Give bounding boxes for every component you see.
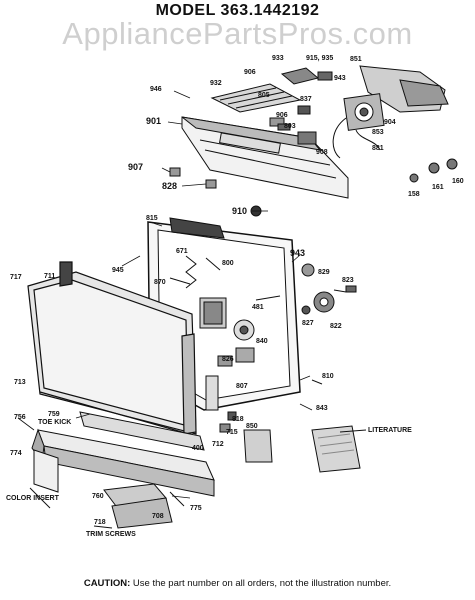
part-label: 718 <box>94 519 106 526</box>
part-label: 810 <box>322 373 334 380</box>
part-label: 713 <box>14 379 26 386</box>
part-label: 943 <box>290 248 305 258</box>
clip-907 <box>169 167 181 177</box>
part-label: 908 <box>316 149 328 156</box>
part-label: 803 <box>284 123 296 130</box>
watermark: AppliancePartsPros.com <box>62 16 413 51</box>
part-label: 915, 935 <box>306 55 333 62</box>
trim-screws-label: TRIM SCREWS <box>86 531 136 538</box>
leader-lines <box>17 90 313 499</box>
part-label: 671 <box>176 248 188 255</box>
part-label: 851 <box>350 56 362 63</box>
part-number-labels: 946 932 906 933 915, 935 851 943 805 837… <box>6 55 464 538</box>
part-label: 158 <box>408 191 420 198</box>
clip-828 <box>205 179 217 189</box>
part-label: 759 <box>48 411 60 418</box>
part-label: 829 <box>318 269 330 276</box>
part-label: 933 <box>272 55 284 62</box>
part-label: 901 <box>146 116 161 126</box>
part-label: 712 <box>212 441 224 448</box>
literature-booklet <box>311 425 367 473</box>
part-label: 843 <box>316 405 328 412</box>
part-label: 160 <box>452 178 464 185</box>
part-label: 910 <box>232 206 247 216</box>
part-label: 853 <box>372 129 384 136</box>
part-label: 881 <box>372 145 384 152</box>
literature-label: LITERATURE <box>368 427 412 434</box>
part-label: 775 <box>190 505 202 512</box>
part-label: 840 <box>256 338 268 345</box>
part-label: 708 <box>152 513 164 520</box>
part-label: 837 <box>300 96 312 103</box>
part-label: 481 <box>252 304 264 311</box>
part-label: 161 <box>432 184 444 191</box>
part-label: 760 <box>92 493 104 500</box>
part-label: 807 <box>236 383 248 390</box>
part-label: 400 <box>192 445 204 452</box>
part-label: 932 <box>210 80 222 87</box>
part-label: 805 <box>258 92 270 99</box>
part-label: 828 <box>162 181 177 191</box>
part-label: 774 <box>10 450 22 457</box>
part-label: 800 <box>222 260 234 267</box>
caution-note: CAUTION: Use the part number on all orde… <box>0 578 475 589</box>
part-label: 943 <box>334 75 346 82</box>
part-label: 822 <box>330 323 342 330</box>
part-label: 907 <box>128 162 143 172</box>
part-label: 906 <box>244 69 256 76</box>
part-label: 818 <box>232 416 244 423</box>
part-label: 870 <box>154 279 166 286</box>
part-label: 850 <box>246 423 258 430</box>
model-title: MODEL 363.1442192 <box>155 2 320 19</box>
part-label: 904 <box>384 119 396 126</box>
toe-kick-label: TOE KICK <box>38 419 71 426</box>
part-label: 945 <box>112 267 124 274</box>
part-label: 715 <box>226 429 238 436</box>
part-label: 717 <box>10 274 22 281</box>
outer-door-panel <box>27 261 197 437</box>
right-side-parts <box>301 263 357 385</box>
caution-label: CAUTION: <box>83 578 131 589</box>
part-label: 826 <box>222 356 234 363</box>
part-label: 946 <box>150 86 162 93</box>
part-label: 906 <box>276 112 288 119</box>
part-label: 823 <box>342 277 354 284</box>
control-panel-assembly <box>169 65 458 217</box>
toe-kick-assembly <box>29 411 273 529</box>
part-label: 827 <box>302 320 314 327</box>
color-insert-label: COLOR INSERT <box>6 495 60 502</box>
caution-text: Use the part number on all orders, not t… <box>130 578 392 589</box>
part-label: 815 <box>146 215 158 222</box>
part-label: 756 <box>14 414 26 421</box>
part-label: 711 <box>44 273 55 280</box>
